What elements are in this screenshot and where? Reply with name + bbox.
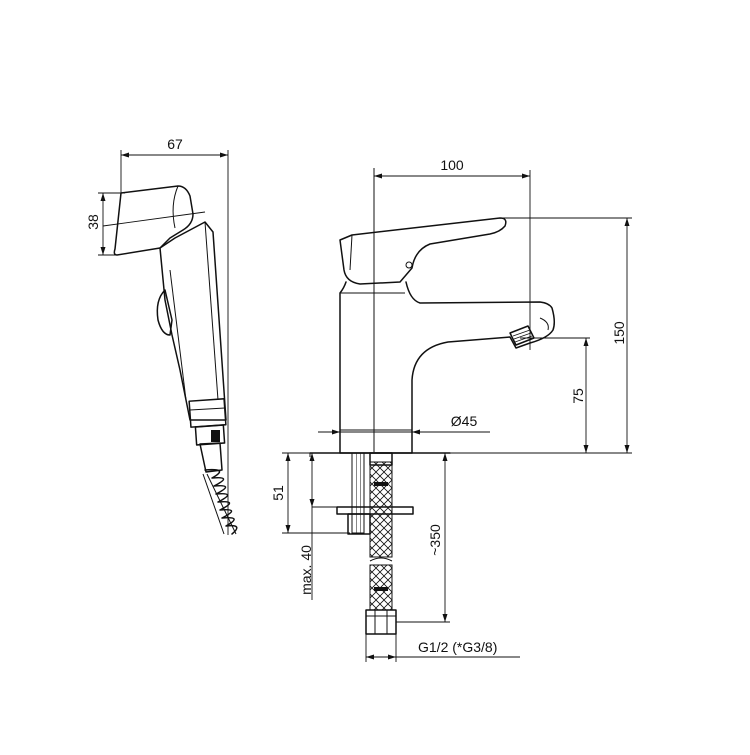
shower-handle-outline: [159, 221, 227, 421]
dim-75-label: 75: [570, 388, 586, 404]
dim-max-40-label: max. 40: [298, 545, 314, 595]
dim-38-label: 38: [85, 214, 101, 230]
dim-150-label: 150: [611, 321, 627, 345]
flex-hose-upper: [369, 461, 393, 558]
dimension-51: 51: [270, 452, 350, 534]
shower-hose-spiral: [202, 468, 238, 535]
dimension-max-40: max. 40: [298, 453, 340, 600]
dimension-75: 75: [520, 337, 590, 453]
dim-100-label: 100: [440, 157, 464, 173]
threaded-stud: [351, 452, 365, 534]
dim-45-label: Ø45: [451, 413, 478, 429]
faucet-body: [339, 281, 556, 454]
dimension-67: 67: [120, 136, 229, 535]
shower-head-outline: [113, 185, 194, 256]
connection-nut: [365, 609, 397, 635]
dimension-350: ~350: [392, 452, 450, 623]
dimension-38: 38: [85, 192, 206, 256]
dimension-150: 150: [450, 217, 632, 454]
dimension-100: 100: [374, 157, 531, 350]
shower-trigger: [156, 289, 173, 336]
dimension-diameter-45: Ø45: [318, 413, 490, 435]
dim-67-label: 67: [167, 136, 183, 152]
hand-shower: [113, 185, 238, 535]
dim-350-label: ~350: [427, 524, 443, 556]
dim-thread-label: G1/2 (*G3/8): [418, 639, 497, 655]
dim-51-label: 51: [270, 485, 286, 501]
dimension-thread: G1/2 (*G3/8): [365, 634, 520, 662]
faucet: [309, 168, 556, 635]
faucet-lever: [339, 217, 507, 285]
